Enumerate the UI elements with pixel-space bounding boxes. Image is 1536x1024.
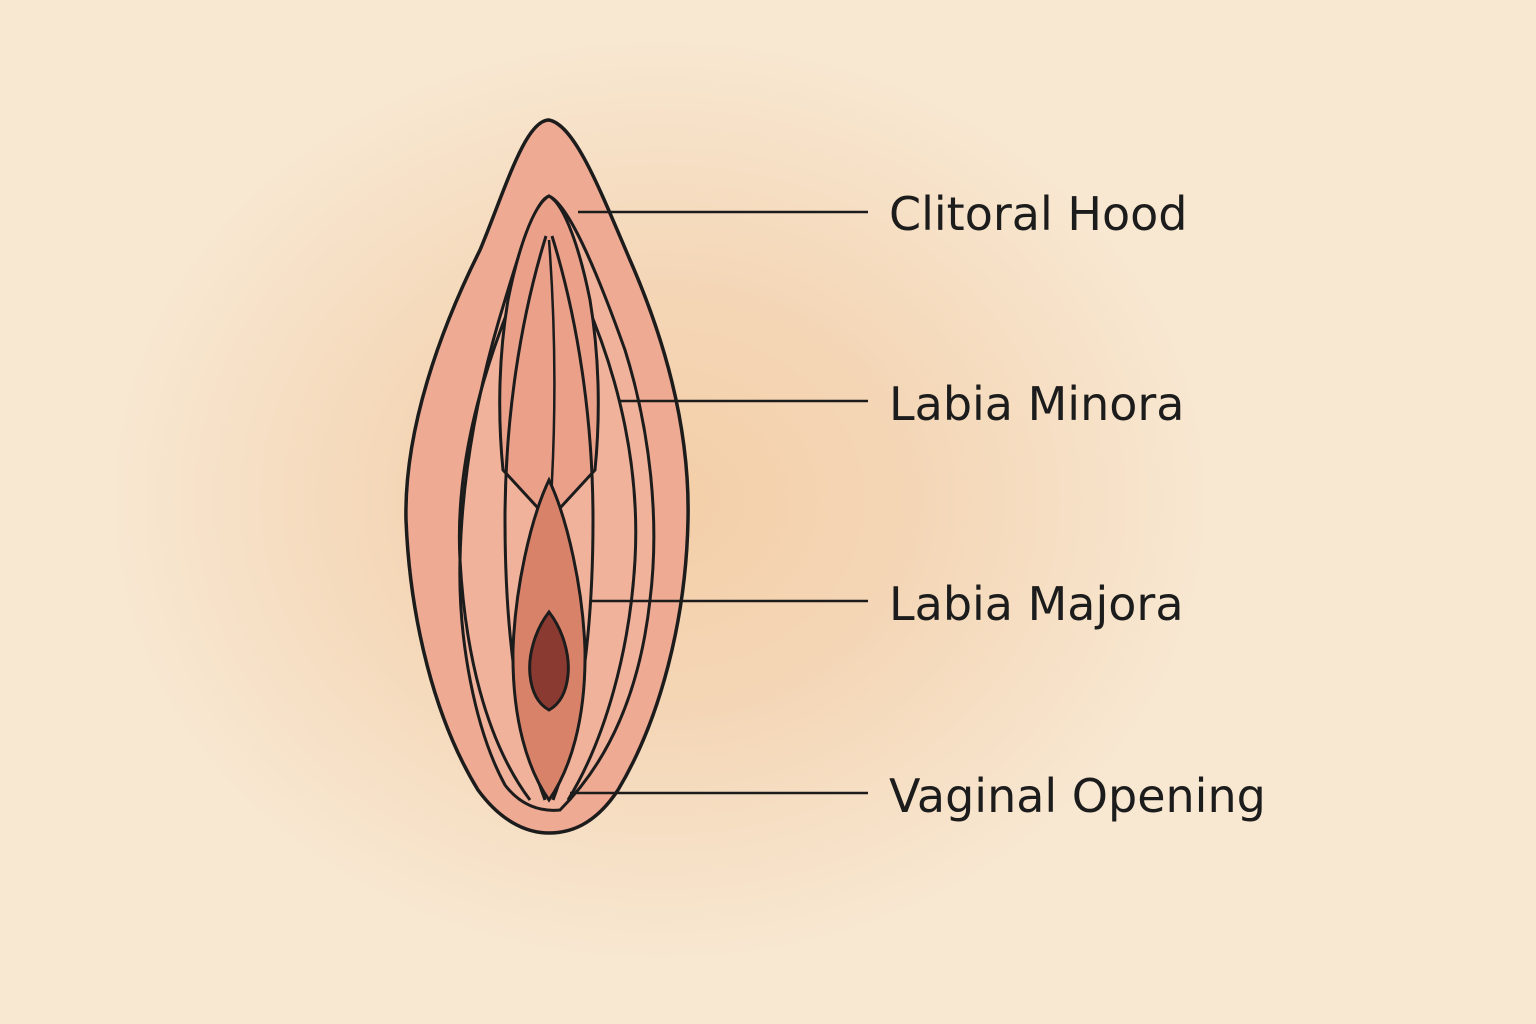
right-fold [566, 299, 638, 801]
label-clitoral-hood: Clitoral Hood [889, 187, 1188, 241]
label-vaginal-opening: Vaginal Opening [889, 769, 1266, 823]
vaginal-opening [528, 609, 570, 712]
left-fold [457, 299, 532, 801]
label-labia-minora: Labia Minora [889, 377, 1185, 431]
label-labia-majora: Labia Majora [889, 577, 1184, 631]
